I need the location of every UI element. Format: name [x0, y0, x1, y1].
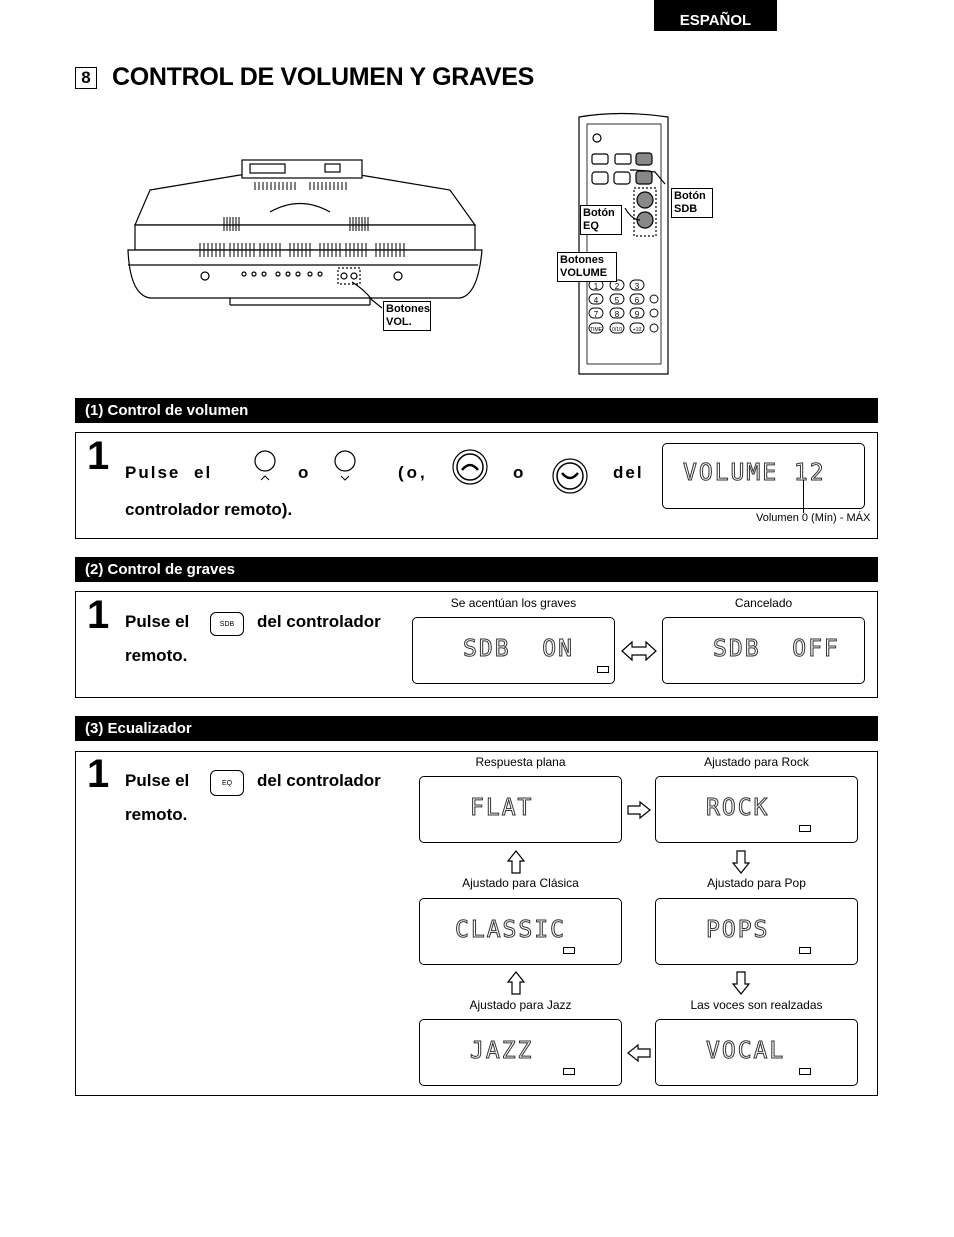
section-number: 8 — [75, 67, 97, 89]
eq-box — [75, 751, 878, 1096]
eq-jazz-caption: Ajustado para Jazz — [469, 998, 572, 1012]
eq-pops-caption: Ajustado para Pop — [707, 876, 806, 890]
lcd-indicator — [799, 825, 811, 832]
eq-line2: remoto. — [125, 805, 188, 824]
remote-illustration — [578, 112, 669, 375]
bass-rest-text: del controlador — [257, 612, 381, 631]
page-title: CONTROL DE VOLUMEN Y GRAVES — [112, 63, 535, 91]
toggle-double-arrow-icon — [621, 640, 657, 662]
eq-vocal-lcd: VOCAL — [655, 1019, 858, 1086]
language-tab: ESPAÑOL — [654, 0, 777, 31]
lcd-indicator — [799, 947, 811, 954]
arrow-up-icon — [506, 850, 526, 874]
volume-box — [75, 432, 878, 539]
eq-button-label: Botón EQ — [580, 205, 622, 235]
sdb-off-lcd: SDB OFF — [662, 617, 865, 684]
volume-section-bar: (1) Control de volumen — [75, 398, 878, 423]
volume-buttons-label: Botones VOLUME — [557, 252, 617, 282]
arrow-down-icon — [731, 971, 751, 995]
arrow-left-icon — [627, 1043, 651, 1063]
lcd-indicator — [799, 1068, 811, 1075]
remote-volume-up-icon — [452, 449, 488, 485]
remote-volume-down-icon — [552, 458, 588, 494]
eq-rock-caption: Ajustado para Rock — [704, 755, 809, 769]
sdb-key-icon: SDB — [210, 612, 244, 636]
bass-pulse-text: Pulse el — [125, 612, 190, 631]
volume-or-2: (o, — [398, 463, 428, 482]
unit-vol-up-icon — [254, 450, 276, 481]
sdb-on-lcd: SDB ON — [412, 617, 615, 684]
eq-step-number: 1 — [87, 752, 110, 796]
volume-instruction-line2: controlador remoto). — [125, 500, 293, 519]
arrow-right-icon — [627, 800, 651, 820]
eq-jazz-lcd: JAZZ — [419, 1019, 622, 1086]
volume-step-number: 1 — [87, 434, 110, 478]
main-unit-illustration — [127, 159, 483, 309]
volume-pulse-word: Pulse — [125, 463, 181, 482]
volume-range-caption: Volumen 0 (Mín) - MÁX — [756, 512, 871, 524]
unit-vol-down-icon — [334, 450, 356, 481]
arrow-up-icon — [506, 971, 526, 995]
bass-on-caption: Se acentúan los graves — [450, 596, 577, 610]
eq-flat-lcd: FLAT — [419, 776, 622, 843]
volume-or-1: o — [298, 463, 309, 482]
eq-rock-lcd: ROCK — [655, 776, 858, 843]
lcd-indicator — [563, 1068, 575, 1075]
lcd-indicator — [563, 947, 575, 954]
eq-section-bar: (3) Ecualizador — [75, 716, 878, 741]
bass-section-bar: (2) Control de graves — [75, 557, 878, 582]
eq-rest-text: del controlador — [257, 771, 381, 790]
arrow-down-icon — [731, 850, 751, 874]
sdb-button-label: Botón SDB — [671, 188, 713, 218]
eq-classic-lcd: CLASSIC — [419, 898, 622, 965]
volume-range-pointer — [803, 480, 804, 513]
eq-pops-lcd: POPS — [655, 898, 858, 965]
vol-buttons-label: Botones VOL. — [383, 301, 431, 331]
volume-or-3: o — [513, 463, 524, 482]
volume-del-word: del — [613, 463, 644, 482]
volume-el-word: el — [194, 463, 213, 482]
bass-line2: remoto. — [125, 646, 188, 665]
bass-off-caption: Cancelado — [734, 596, 793, 610]
bass-step-number: 1 — [87, 593, 110, 637]
eq-key-icon: EQ — [210, 770, 244, 796]
eq-flat-caption: Respuesta plana — [475, 755, 566, 769]
lcd-indicator — [597, 666, 609, 673]
eq-vocal-caption: Las voces son realzadas — [690, 998, 823, 1012]
eq-classic-caption: Ajustado para Clásica — [462, 876, 579, 890]
eq-pulse-text: Pulse el — [125, 771, 190, 790]
bass-box — [75, 591, 878, 698]
volume-lcd: VOLUME 12 — [662, 443, 865, 509]
